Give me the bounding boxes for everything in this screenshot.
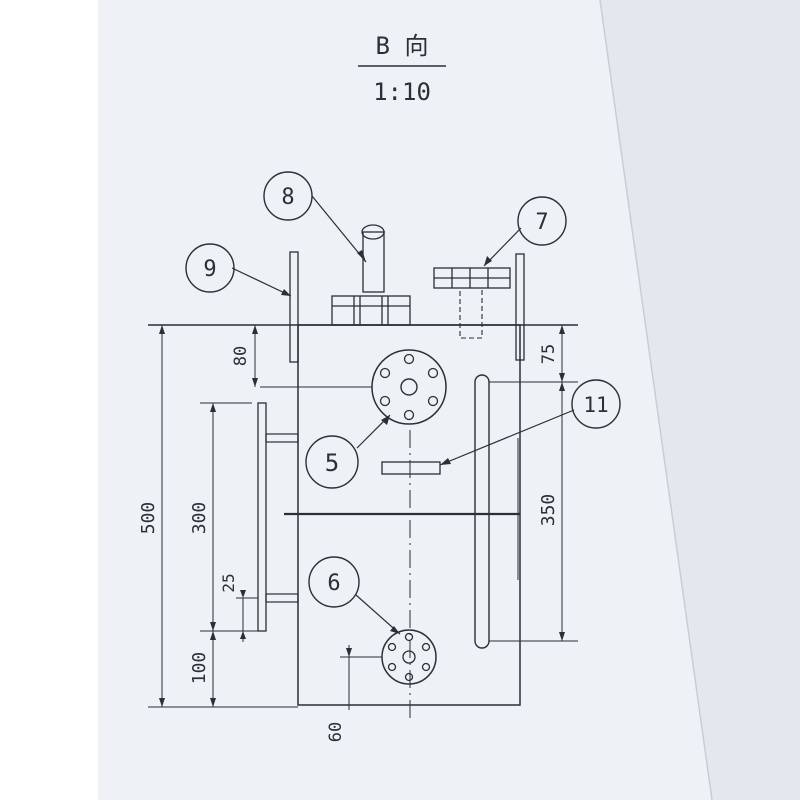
valve-block bbox=[331, 295, 411, 326]
hidden-stub bbox=[459, 287, 483, 339]
paper-sheet bbox=[98, 0, 712, 800]
upper-flange-bore bbox=[400, 378, 418, 396]
callout-7: 7 bbox=[535, 210, 548, 235]
upper-flange-hole-1 bbox=[403, 353, 415, 365]
arrowhead-7 bbox=[484, 256, 492, 266]
rod-top-end bbox=[474, 374, 490, 383]
callout-9: 9 bbox=[203, 257, 216, 282]
small-bar bbox=[381, 461, 441, 475]
arrowhead-9 bbox=[281, 289, 291, 296]
callout-6: 6 bbox=[327, 571, 340, 596]
callout-circle-8 bbox=[263, 171, 313, 221]
callout-circle-9 bbox=[185, 243, 235, 293]
paper-edge bbox=[599, 0, 713, 800]
dim-arrow bbox=[210, 622, 216, 631]
dim-arrow bbox=[559, 382, 565, 391]
scale-label: 1:10 bbox=[373, 78, 431, 106]
dim-label-75: 75 bbox=[539, 344, 559, 364]
dim-label-60: 60 bbox=[326, 722, 346, 742]
dim-arrow bbox=[559, 632, 565, 641]
dim-arrow bbox=[559, 373, 565, 382]
callout-5: 5 bbox=[325, 449, 339, 477]
dim-label-100: 100 bbox=[189, 652, 210, 685]
callout-circle-7 bbox=[517, 196, 567, 246]
bracket-arm-lower bbox=[265, 593, 299, 603]
lower-flange-hole-6 bbox=[421, 662, 431, 672]
bracket-arm-upper bbox=[265, 433, 299, 443]
callout-circle-5 bbox=[305, 435, 359, 489]
dim-label-500: 500 bbox=[138, 502, 159, 535]
view-title: B 向 bbox=[376, 32, 429, 60]
leader-9 bbox=[231, 267, 292, 297]
dim-arrow bbox=[210, 631, 216, 640]
dim-arrow bbox=[159, 698, 165, 707]
dim-arrow bbox=[159, 325, 165, 334]
upper-flange-hole-4 bbox=[427, 367, 439, 379]
callout-11: 11 bbox=[583, 393, 608, 417]
arrowhead-11 bbox=[440, 458, 451, 465]
dim-label-300: 300 bbox=[189, 502, 210, 535]
callout-circle-11 bbox=[571, 379, 621, 429]
dim-arrow bbox=[210, 403, 216, 412]
dim-arrow bbox=[210, 698, 216, 707]
lower-flange-hole-1 bbox=[404, 632, 414, 642]
lower-flange-hole-2 bbox=[404, 672, 414, 682]
dim-arrow bbox=[559, 325, 565, 334]
dim-arrow bbox=[252, 325, 258, 334]
dim-arrow bbox=[240, 590, 246, 598]
callout-circle-6 bbox=[308, 556, 360, 608]
dim-arrow bbox=[346, 648, 352, 657]
left-lug-plate bbox=[289, 251, 299, 363]
dim-label-350: 350 bbox=[538, 494, 559, 527]
dim-arrow bbox=[240, 631, 246, 639]
lower-flange-hole-5 bbox=[387, 662, 397, 672]
arrowhead-6 bbox=[390, 626, 400, 634]
leader-6 bbox=[355, 594, 401, 635]
right-lug-plate bbox=[515, 253, 525, 361]
lower-flange-hole-4 bbox=[421, 642, 431, 652]
upper-flange-hole-5 bbox=[379, 395, 391, 407]
upper-flange-hole-3 bbox=[379, 367, 391, 379]
arrowhead-5 bbox=[381, 415, 390, 425]
arrowhead-8 bbox=[357, 250, 366, 262]
rod-bottom-end bbox=[474, 640, 490, 649]
dim-label-25: 25 bbox=[219, 573, 238, 592]
dim-label-80: 80 bbox=[231, 346, 251, 366]
lower-flange-hole-3 bbox=[387, 642, 397, 652]
lower-flange-bore bbox=[402, 650, 416, 664]
leader-8 bbox=[311, 195, 367, 263]
upper-flange-hole-2 bbox=[403, 409, 415, 421]
leader-11 bbox=[439, 409, 575, 466]
callout-8: 8 bbox=[281, 185, 294, 210]
paper-fold bbox=[600, 0, 800, 800]
dim-arrow bbox=[252, 378, 258, 387]
upper-flange-hole-6 bbox=[427, 395, 439, 407]
